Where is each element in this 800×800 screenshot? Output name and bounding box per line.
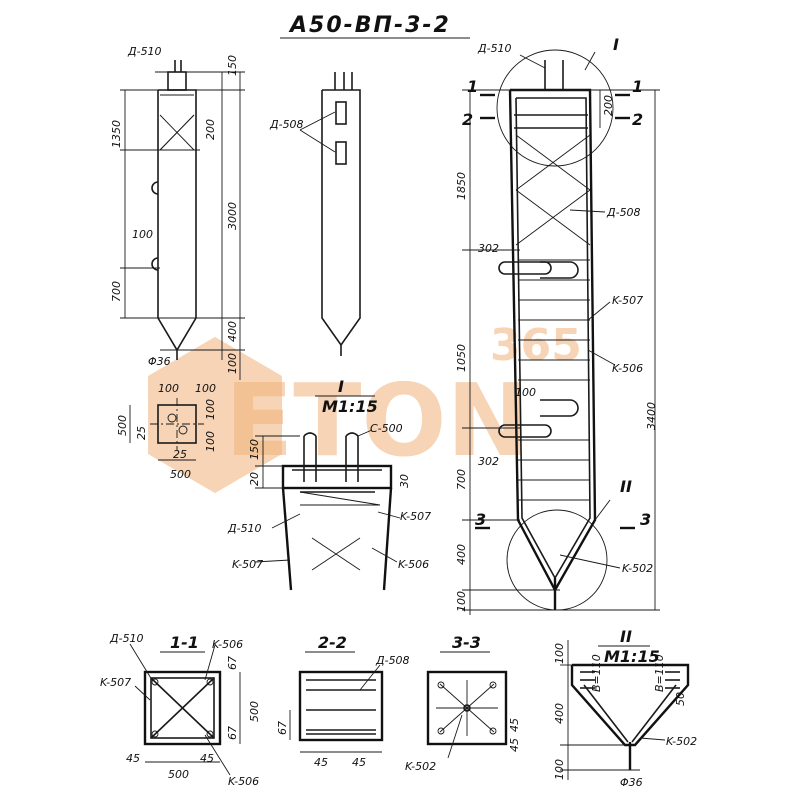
- small-dim-4: 500: [116, 415, 129, 436]
- detail-I-callout-4: K-507: [232, 558, 263, 571]
- detail-II-tip: Φ36: [620, 776, 643, 789]
- right-mark-2b: 2: [632, 110, 643, 129]
- left-side-view: Д-510 150 1350 200 3000 100 700 400 100 …: [110, 45, 245, 380]
- left-dim-4: 3000: [226, 202, 239, 230]
- section-2-2: 2-2 Д-508 67 45 45: [276, 633, 410, 769]
- right-loop-1: 302: [478, 242, 499, 255]
- small-dim-8: 500: [170, 468, 191, 481]
- drawing-title: A50-ВП-3-2: [288, 13, 451, 38]
- section-1-1-callout-3: K-507: [100, 676, 131, 689]
- detail-II-dim-3: В=110: [653, 654, 666, 692]
- detail-I-dim-1: 150: [248, 439, 261, 460]
- right-callout-2: Д-508: [606, 206, 641, 219]
- stirrups: [518, 259, 590, 501]
- left-callout: Д-510: [127, 45, 162, 58]
- small-cross-section: 100 100 100 500 100 25 25 500: [116, 382, 217, 481]
- detail-II-label: II: [620, 627, 632, 646]
- section-1-1-dim-3: 67: [226, 726, 239, 740]
- right-main-view: Д-510 Д-508 K-507 K-506 K-502 1 1 2 2 3 …: [455, 35, 660, 615]
- left-dim-3: 200: [204, 119, 217, 140]
- section-2-2-dim-2: 45: [314, 756, 328, 769]
- section-1-1-callout-1: Д-510: [109, 632, 144, 645]
- middle-front-view: Д-508: [269, 72, 361, 356]
- right-mark-3a: 3: [475, 510, 486, 529]
- small-dim-2: 100: [195, 382, 216, 395]
- detail-I-dim-3: 30: [398, 474, 411, 488]
- right-detail-I: I: [613, 35, 619, 54]
- detail-I-callout-5: K-506: [398, 558, 429, 571]
- right-detail-II: II: [620, 477, 632, 496]
- detail-I-label: I: [338, 377, 344, 396]
- right-dim-3: 1050: [455, 344, 468, 372]
- section-1-1-dim-5: 500: [168, 768, 189, 781]
- right-callout-5: K-502: [622, 562, 653, 575]
- left-dim-8: 100: [226, 353, 239, 374]
- right-dim-4: 700: [455, 469, 468, 490]
- right-callout-4: K-506: [612, 362, 643, 375]
- detail-II-scale: M1:15: [604, 647, 660, 666]
- section-1-1-callout-2: K-506: [212, 638, 243, 651]
- section-2-2-callout: Д-508: [375, 654, 410, 667]
- detail-I-scale: M1:15: [322, 397, 378, 416]
- section-1-1-dim-1: 67: [226, 656, 239, 670]
- right-dim-6: 100: [455, 591, 468, 612]
- section-1-1-dim-2: 500: [248, 701, 261, 722]
- watermark-number: 365: [490, 320, 582, 371]
- detail-II-dim-4: 400: [553, 703, 566, 724]
- right-callout-1: Д-510: [477, 42, 512, 55]
- watermark: ETON 365: [148, 320, 582, 494]
- right-dim-8: 100: [515, 386, 536, 399]
- section-3-3-callout: K-502: [405, 760, 436, 773]
- section-2-2-dim-1: 67: [276, 721, 289, 735]
- section-3-3-label: 3-3: [452, 633, 481, 652]
- right-mark-1a: 1: [467, 77, 478, 96]
- left-dim-2: 1350: [110, 120, 123, 148]
- right-mark-2a: 2: [462, 110, 473, 129]
- right-dim-1: 200: [602, 95, 615, 116]
- right-callout-3: K-507: [612, 294, 643, 307]
- section-1-1: 1-1 Д-510 K-506 K-507 K-506 67 500 67 45…: [100, 632, 261, 788]
- section-1-1-dim-6: 45: [200, 752, 214, 765]
- section-3-3: 3-3 K-502 45 45: [405, 633, 521, 773]
- small-dim-6: 25: [135, 426, 148, 440]
- section-3-3-dim-1: 45: [508, 718, 521, 732]
- detail-I-dim-2: 20: [248, 472, 261, 486]
- section-3-3-dim-2: 45: [508, 738, 521, 752]
- section-1-1-label: 1-1: [170, 633, 199, 652]
- detail-I-callout-1: C-500: [370, 422, 403, 435]
- watermark-brand: ETON: [225, 362, 530, 479]
- detail-II-dim-2: В=110: [590, 654, 603, 692]
- right-loop-2: 302: [478, 455, 499, 468]
- section-1-1-dim-4: 45: [126, 752, 140, 765]
- detail-II: II M1:15 100 В=110 В=110 400 100 50 K-50…: [553, 627, 697, 789]
- detail-II-dim-6: 50: [674, 692, 687, 706]
- small-dim-1: 100: [158, 382, 179, 395]
- small-dim-7: 25: [173, 448, 187, 461]
- small-dim-3: 100: [204, 399, 217, 420]
- middle-callout: Д-508: [269, 118, 304, 131]
- section-2-2-label: 2-2: [318, 633, 347, 652]
- detail-II-dim-5: 100: [553, 759, 566, 780]
- small-dim-5: 100: [204, 431, 217, 452]
- detail-II-dim-1: 100: [553, 643, 566, 664]
- detail-II-callout: K-502: [666, 735, 697, 748]
- left-dim-7: 400: [226, 321, 239, 342]
- left-tip: Φ36: [148, 355, 171, 368]
- left-dim-5: 100: [132, 228, 153, 241]
- left-dim-1: 150: [226, 55, 239, 76]
- section-2-2-dim-3: 45: [352, 756, 366, 769]
- detail-I-callout-3: Д-510: [227, 522, 262, 535]
- left-dim-6: 700: [110, 281, 123, 302]
- detail-I-callout-2: K-507: [400, 510, 431, 523]
- section-1-1-callout-4: K-506: [228, 775, 259, 788]
- right-dim-2: 1850: [455, 172, 468, 200]
- right-mark-3b: 3: [640, 510, 651, 529]
- detail-I: I M1:15 C-500 K-507 Д-510 K-507 K-506 15…: [227, 377, 431, 591]
- right-dim-7: 3400: [645, 402, 658, 430]
- right-dim-5: 400: [455, 544, 468, 565]
- right-mark-1b: 1: [632, 77, 643, 96]
